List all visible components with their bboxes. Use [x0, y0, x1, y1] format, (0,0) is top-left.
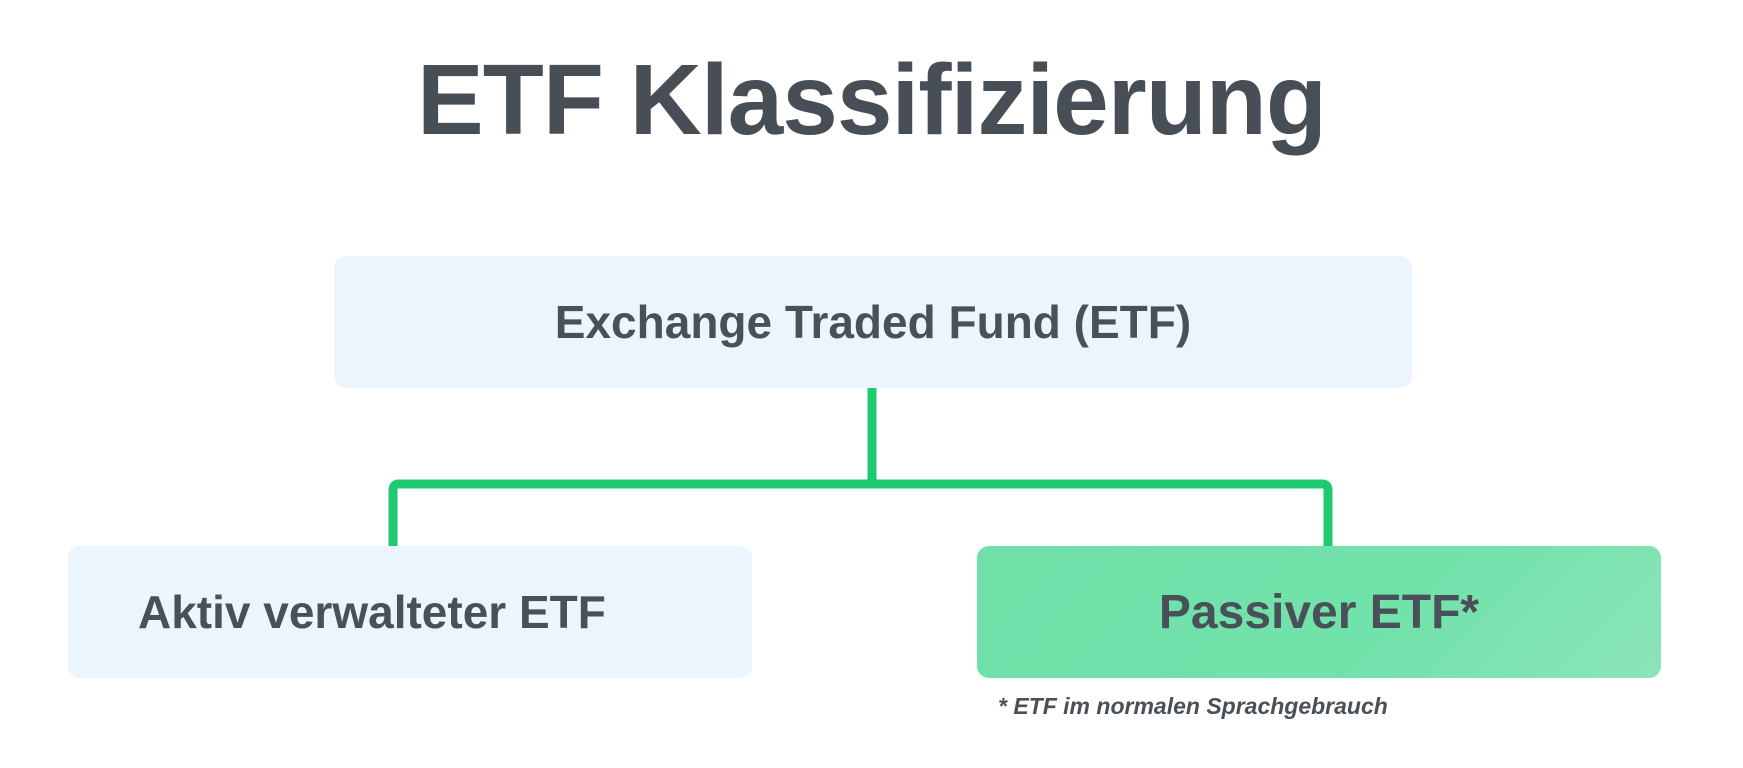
footnote: * ETF im normalen Sprachgebrauch: [998, 693, 1388, 719]
child-node-active-etf: Aktiv verwalteter ETF: [68, 546, 752, 678]
connector-branch: [388, 479, 1333, 551]
child-node-label: Aktiv verwalteter ETF: [138, 586, 606, 638]
root-node-label: Exchange Traded Fund (ETF): [554, 296, 1192, 348]
diagram-title: ETF Klassifizierung: [417, 44, 1327, 156]
child-node-label: Passiver ETF*: [1158, 585, 1480, 639]
root-node-etf: Exchange Traded Fund (ETF): [334, 256, 1412, 388]
child-node-passive-etf: Passiver ETF*: [977, 546, 1661, 678]
